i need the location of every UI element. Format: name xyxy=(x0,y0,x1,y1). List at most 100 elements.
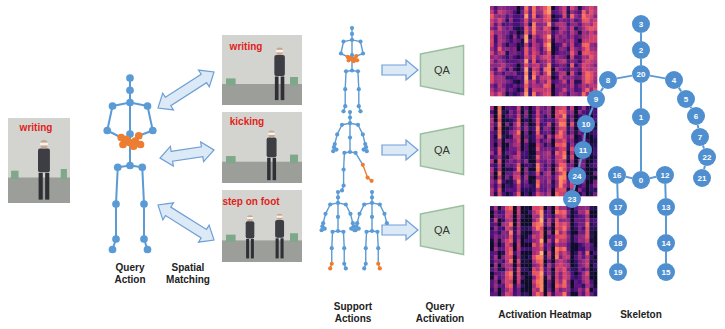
heatmap-cell xyxy=(517,118,521,122)
heatmap-cell xyxy=(509,214,513,218)
heatmap-cell xyxy=(563,139,567,143)
heatmap-cell xyxy=(563,10,567,14)
heatmap-cell xyxy=(593,71,597,75)
heatmap-cell xyxy=(559,6,563,10)
heatmap-cell xyxy=(494,210,498,214)
heatmap-cell xyxy=(498,14,502,18)
heatmap-cell xyxy=(540,292,544,296)
photo-chair xyxy=(61,169,67,179)
heatmap-cell xyxy=(544,18,548,22)
heatmap-cell xyxy=(544,92,548,96)
heatmap-cell xyxy=(509,288,513,292)
heatmap-cell xyxy=(547,47,551,51)
heatmap-cell xyxy=(551,35,555,39)
heatmap-cell xyxy=(540,151,544,155)
heatmap-cell xyxy=(532,76,536,80)
heatmap-cell xyxy=(498,226,502,230)
heatmap-cell xyxy=(490,92,494,96)
heatmap-cell xyxy=(536,18,540,22)
heatmap-cell xyxy=(589,31,593,35)
heatmap-cell xyxy=(498,280,502,284)
heatmap-cell xyxy=(566,243,570,247)
heatmap-cell xyxy=(536,251,540,255)
heatmap-cell xyxy=(524,135,528,139)
heatmap-cell xyxy=(555,251,559,255)
heatmap-cell xyxy=(509,284,513,288)
heatmap-cell xyxy=(524,206,528,210)
skeleton-joint xyxy=(362,202,366,206)
skeleton-joint xyxy=(342,184,346,188)
heatmap-cell xyxy=(540,192,544,196)
person-head xyxy=(247,215,253,221)
skeleton-joint xyxy=(149,127,157,135)
heatmap-cell xyxy=(509,31,513,35)
heatmap-cell xyxy=(517,139,521,143)
heatmap-cell xyxy=(547,235,551,239)
skeleton-joint xyxy=(364,230,368,234)
heatmap-cell xyxy=(578,26,582,30)
heatmap-cell xyxy=(593,14,597,18)
heatmap-cell xyxy=(540,39,544,43)
heatmap-cell xyxy=(589,180,593,184)
heatmap-cell xyxy=(528,206,532,210)
heatmap-cell xyxy=(563,47,567,51)
heatmap-cell xyxy=(536,51,540,55)
heatmap-cell xyxy=(544,84,548,88)
heatmap-cell xyxy=(570,239,574,243)
heatmap-cell xyxy=(563,26,567,30)
heatmap-cell xyxy=(490,118,494,122)
heatmap-cell xyxy=(524,180,528,184)
heatmap-cell xyxy=(532,35,536,39)
heatmap-cell xyxy=(536,231,540,235)
heatmap-cell xyxy=(509,276,513,280)
skeleton-joint xyxy=(109,246,117,254)
heatmap-cell xyxy=(559,176,563,180)
heatmap-cell xyxy=(559,22,563,26)
heatmap-cell xyxy=(574,84,578,88)
heatmap-cell xyxy=(544,218,548,222)
person-head xyxy=(268,130,275,137)
skeleton-joint xyxy=(341,40,345,44)
heatmap-cell xyxy=(536,276,540,280)
vr-headset xyxy=(276,216,282,218)
heatmap-cell xyxy=(570,114,574,118)
heatmap-cell xyxy=(490,43,494,47)
heatmap-cell xyxy=(517,163,521,167)
heatmap-cell xyxy=(498,59,502,63)
heatmap-cell xyxy=(589,192,593,196)
heatmap-cell xyxy=(528,288,532,292)
heatmap-cell xyxy=(532,288,536,292)
heatmap-cell xyxy=(551,255,555,259)
skeleton-joint xyxy=(126,162,134,170)
heatmap-cell xyxy=(528,292,532,296)
heatmap-cell xyxy=(521,247,525,251)
heatmap-cell xyxy=(513,84,517,88)
heatmap-cell xyxy=(544,222,548,226)
heatmap-cell xyxy=(509,188,513,192)
heatmap-cell xyxy=(501,188,505,192)
heatmap-cell xyxy=(540,259,544,263)
heatmap-cell xyxy=(509,14,513,18)
heatmap-cell xyxy=(505,131,509,135)
heatmap-cell xyxy=(555,43,559,47)
heatmap-cell xyxy=(547,251,551,255)
heatmap-cell xyxy=(501,139,505,143)
heatmap-cell xyxy=(528,192,532,196)
heatmap-cell xyxy=(566,276,570,280)
heatmap-cell xyxy=(528,155,532,159)
heatmap-cell xyxy=(509,184,513,188)
person-leg xyxy=(281,76,285,100)
heatmap-cell xyxy=(517,214,521,218)
heatmap-cell xyxy=(524,192,528,196)
heatmap-cell xyxy=(513,135,517,139)
heatmap-cell xyxy=(517,226,521,230)
heatmap-cell xyxy=(547,176,551,180)
heatmap-cell xyxy=(498,259,502,263)
heatmap-cell xyxy=(559,280,563,284)
heatmap-cell xyxy=(536,267,540,271)
heatmap-cell xyxy=(570,63,574,67)
heatmap-cell xyxy=(540,255,544,259)
heatmap-cell xyxy=(551,167,555,171)
heatmap-cell xyxy=(524,263,528,267)
heatmap-cell xyxy=(532,192,536,196)
